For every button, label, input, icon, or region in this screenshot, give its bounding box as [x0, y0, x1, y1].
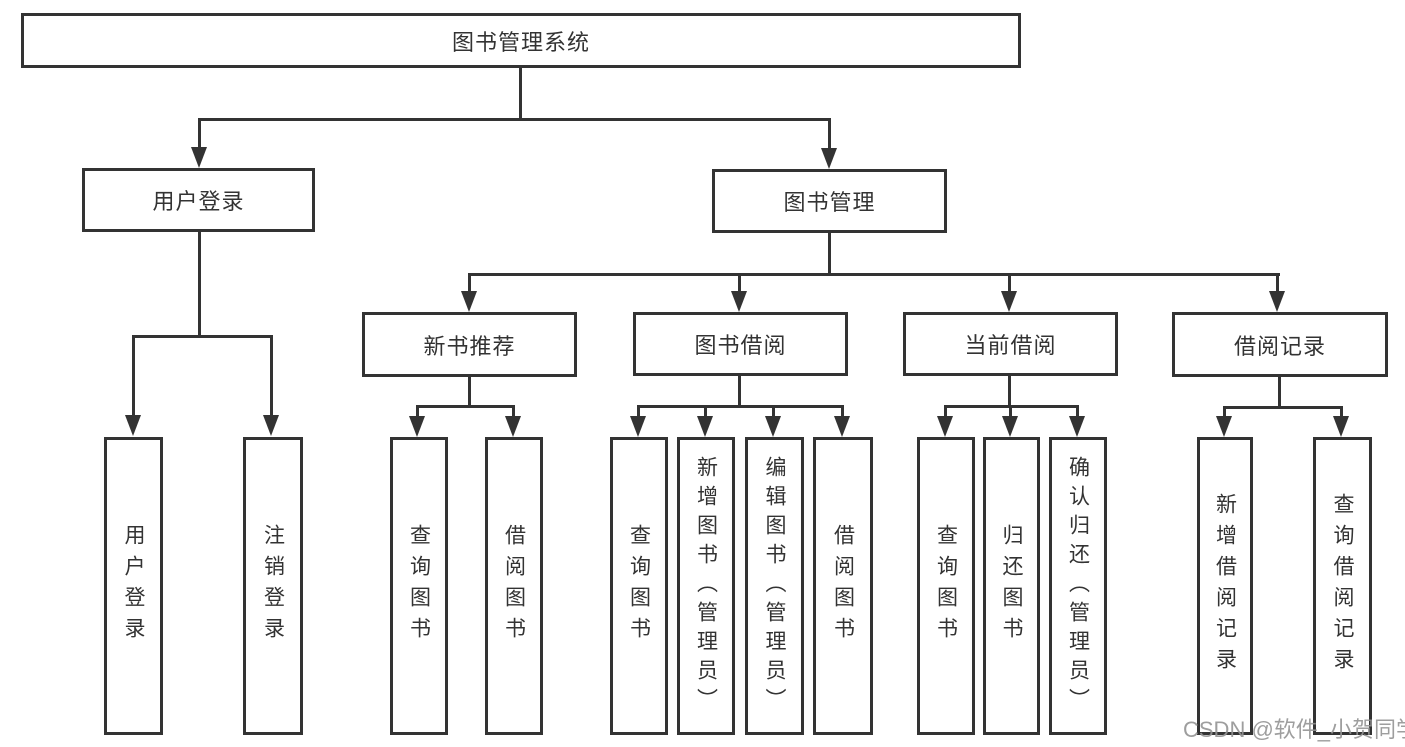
arrow-down-icon [1001, 291, 1017, 312]
connector-line [1223, 406, 1226, 417]
node-new-book-recommend-label: 新书推荐 [423, 333, 516, 359]
node-user-login-action-label: 用户登录 [122, 524, 145, 648]
connector-line [841, 405, 844, 417]
connector-line [944, 405, 947, 417]
node-add-borrow-record: 新增借阅记录 [1197, 437, 1253, 735]
node-book-borrowing: 图书借阅 [633, 312, 848, 376]
node-user-login: 用户登录 [82, 168, 315, 232]
node-root-label: 图书管理系统 [451, 29, 590, 55]
arrow-down-icon [1333, 416, 1349, 437]
node-current-query-books: 查询图书 [917, 437, 975, 735]
node-confirm-return-admin-label: 确认归还（管理员） [1066, 455, 1090, 717]
node-query-borrow-record: 查询借阅记录 [1313, 437, 1372, 735]
connector-line [198, 118, 201, 148]
arrow-down-icon [505, 416, 521, 437]
arrow-down-icon [1269, 291, 1285, 312]
node-borrowing-records-label: 借阅记录 [1233, 333, 1326, 359]
connector-line [416, 405, 515, 408]
connector-line [828, 233, 831, 273]
connector-line [1008, 273, 1011, 292]
connector-line [1278, 377, 1281, 406]
connector-line [1076, 405, 1079, 417]
node-query-borrow-record-label: 查询借阅记录 [1331, 493, 1354, 679]
connector-line [738, 376, 741, 405]
connector-line [198, 232, 201, 335]
arrow-down-icon [191, 147, 207, 168]
node-borrow-books: 借阅图书 [813, 437, 873, 735]
connector-line [637, 405, 844, 408]
connector-line [1008, 376, 1011, 405]
node-recommend-query-books: 查询图书 [390, 437, 448, 735]
node-user-login-label: 用户登录 [152, 189, 245, 214]
arrow-down-icon [834, 416, 850, 437]
node-recommend-borrow-books: 借阅图书 [485, 437, 543, 735]
connector-line [132, 335, 273, 338]
node-user-login-action: 用户登录 [104, 437, 163, 735]
node-recommend-borrow-books-label: 借阅图书 [502, 524, 526, 648]
node-borrowing-query-books-label: 查询图书 [627, 524, 651, 648]
node-new-book-recommend: 新书推荐 [362, 312, 577, 377]
arrow-down-icon [1069, 416, 1085, 437]
node-add-books-admin: 新增图书（管理员） [677, 437, 735, 735]
arrow-down-icon [697, 416, 713, 437]
arrow-down-icon [821, 148, 837, 169]
node-book-management: 图书管理 [712, 169, 947, 233]
node-logout-action-label: 注销登录 [261, 524, 285, 648]
connector-line [1340, 406, 1343, 417]
connector-line [738, 273, 741, 292]
connector-line [132, 335, 135, 416]
node-borrowing-query-books: 查询图书 [610, 437, 668, 735]
node-current-borrowing: 当前借阅 [903, 312, 1118, 376]
node-book-borrowing-label: 图书借阅 [694, 333, 787, 358]
connector-line [270, 335, 273, 416]
node-return-books-label: 归还图书 [1000, 524, 1023, 648]
watermark: CSDN @软件_小贺同学 [1183, 717, 1405, 742]
connector-line [519, 68, 522, 118]
node-edit-books-admin: 编辑图书（管理员） [745, 437, 804, 735]
connector-line [1276, 273, 1279, 292]
connector-line [637, 405, 640, 417]
connector-line [772, 405, 775, 417]
connector-line [198, 118, 831, 121]
node-borrow-books-label: 借阅图书 [831, 524, 855, 648]
connector-line [468, 273, 1280, 276]
arrow-down-icon [1216, 416, 1232, 437]
connector-line [468, 273, 471, 292]
node-borrowing-records: 借阅记录 [1172, 312, 1388, 377]
connector-line [828, 118, 831, 149]
arrow-down-icon [630, 416, 646, 437]
connector-line [416, 405, 419, 417]
arrow-down-icon [731, 291, 747, 312]
arrow-down-icon [937, 416, 953, 437]
arrow-down-icon [409, 416, 425, 437]
connector-line [512, 405, 515, 417]
connector-line [1009, 405, 1012, 417]
node-return-books: 归还图书 [983, 437, 1040, 735]
arrow-down-icon [263, 415, 279, 436]
arrow-down-icon [125, 415, 141, 436]
node-root: 图书管理系统 [21, 13, 1021, 68]
node-recommend-query-books-label: 查询图书 [407, 524, 431, 648]
arrow-down-icon [461, 291, 477, 312]
arrow-down-icon [765, 416, 781, 437]
node-add-books-admin-label: 新增图书（管理员） [694, 455, 718, 717]
node-edit-books-admin-label: 编辑图书（管理员） [763, 455, 786, 717]
connector-line [704, 405, 707, 417]
connector-line [468, 377, 471, 405]
arrow-down-icon [1002, 416, 1018, 437]
node-book-management-label: 图书管理 [783, 190, 876, 215]
node-logout-action: 注销登录 [243, 437, 303, 735]
node-current-query-books-label: 查询图书 [934, 524, 958, 648]
connector-line [1223, 406, 1343, 409]
node-add-borrow-record-label: 新增借阅记录 [1213, 493, 1237, 679]
node-current-borrowing-label: 当前借阅 [964, 333, 1057, 358]
node-confirm-return-admin: 确认归还（管理员） [1049, 437, 1107, 735]
